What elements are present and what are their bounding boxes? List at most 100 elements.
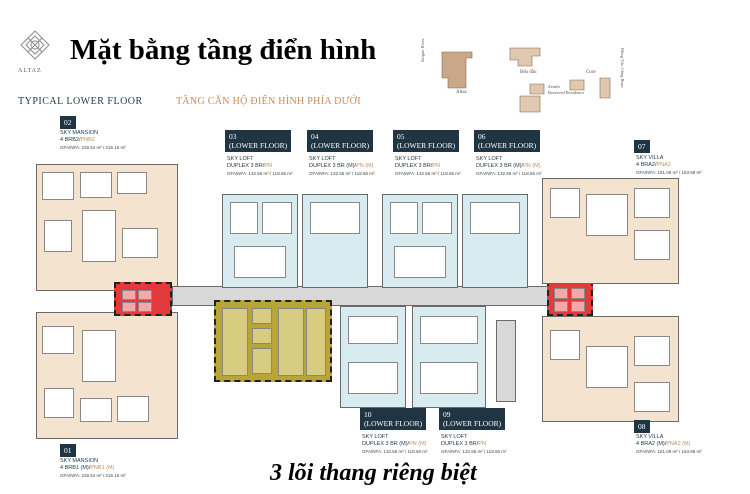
room (310, 202, 360, 234)
room (44, 220, 72, 252)
unit-10-badge: 10 (LOWER FLOOR) (360, 408, 427, 430)
unit-10-desc: SKY LOFT DUPLEX 3 BR (M)/PN (M) GFA/NFA:… (362, 434, 427, 455)
room (634, 336, 670, 366)
unit-08-layout-line: 4 BRA2 (M)/PNA2 (M) (636, 441, 702, 448)
unit-05-gfa: GFA/NFA: 132.55 m² / 118.56 m² (395, 171, 461, 176)
unit-05-label: (LOWER FLOOR) (397, 141, 456, 150)
page-title: Mặt bằng tầng điển hình (70, 34, 377, 66)
site-keyplan-diagram (441, 47, 611, 113)
unit-04-layout-line: DUPLEX 3 BR (M)/PN (M) (309, 163, 374, 170)
keyplan-label-river: Saigon River (420, 38, 425, 62)
unit-04-layout-accent: PN (M) (356, 163, 374, 169)
unit-04-desc: SKY LOFT DUPLEX 3 BR (M)/PN (M) GFA/NFA:… (309, 156, 374, 177)
room (82, 330, 116, 382)
room (82, 210, 116, 262)
fire-stair (496, 320, 516, 402)
room (42, 172, 74, 200)
room (230, 202, 258, 234)
unit-03-label: (LOWER FLOOR) (229, 141, 288, 150)
unit-09-desc: SKY LOFT DUPLEX 3 BR/PN GFA/NFA: 132.55 … (441, 434, 506, 455)
unit-07-badge: 07 (634, 140, 650, 153)
unit-04-type: SKY LOFT (309, 156, 336, 162)
keyplan-label-road: Đông Văn Công Bouv (620, 48, 625, 89)
unit-02-gfa: GFA/NFA: 239.54 m² / 216.16 m² (60, 145, 126, 150)
lift-shaft (554, 301, 568, 312)
unit-07-gfa: GFA/NFA: 181.09 m² / 163.68 m² (636, 170, 702, 175)
room (80, 398, 112, 422)
unit-03-id: 03 (229, 132, 237, 141)
lift-shaft (138, 302, 152, 312)
unit-01-desc: SKY MANSION 4 BRB1 (M)/PNB1 (M) GFA/NFA:… (60, 458, 126, 479)
unit-09-type: SKY LOFT (441, 434, 468, 440)
room (420, 362, 478, 394)
caption-three-cores: 3 lõi thang riêng biệt (270, 460, 477, 486)
unit-04-badge: 04 (LOWER FLOOR) (307, 130, 374, 152)
room (234, 246, 286, 278)
keyplan-label-altaz: Altaz (456, 90, 467, 95)
unit-04-label: (LOWER FLOOR) (311, 141, 370, 150)
unit-05-desc: SKY LOFT DUPLEX 3 BR/PN GFA/NFA: 132.55 … (395, 156, 460, 177)
unit-02-badge: 02 (60, 116, 76, 129)
unit-05-badge: 05 (LOWER FLOOR) (393, 130, 460, 152)
unit-06-id: 06 (478, 132, 486, 141)
unit-07-desc: SKY VILLA 4 BRA2/PNA2 GFA/NFA: 181.09 m²… (636, 155, 702, 176)
unit-08-type: SKY VILLA (636, 434, 664, 440)
unit-01-layout: 4 BRB1 (M)/ (60, 465, 91, 471)
lift-shaft (252, 308, 272, 324)
stair (222, 308, 248, 376)
lift-shaft (138, 290, 152, 300)
unit-05-layout-accent: PN (432, 163, 440, 169)
unit-02-type: SKY MANSION (60, 130, 99, 136)
room (80, 172, 112, 198)
room (44, 388, 74, 418)
unit-04-layout: DUPLEX 3 BR (M)/ (309, 163, 357, 169)
unit-09-gfa: GFA/NFA: 132.55 m² / 118.56 m² (441, 449, 507, 454)
lift-shaft (571, 288, 585, 299)
room (117, 396, 149, 422)
unit-10-id: 10 (364, 410, 372, 419)
room (422, 202, 452, 234)
room (634, 188, 670, 218)
unit-03-desc: SKY LOFT DUPLEX 3 BR/PN GFA/NFA: 132.55 … (227, 156, 292, 177)
unit-03-layout-line: DUPLEX 3 BR/PN (227, 163, 292, 170)
room (420, 316, 478, 344)
room (634, 230, 670, 260)
unit-08-layout-accent: PNA2 (M) (666, 441, 691, 447)
room (394, 246, 446, 278)
unit-02-layout-accent: PNB2 (80, 137, 95, 143)
room (550, 188, 580, 218)
room (470, 202, 520, 234)
unit-03-type: SKY LOFT (227, 156, 254, 162)
unit-02-desc: SKY MANSION 4 BRB2/PNB2 GFA/NFA: 239.54 … (60, 130, 126, 151)
room (42, 326, 74, 354)
unit-06-type: SKY LOFT (476, 156, 503, 162)
unit-09-layout-line: DUPLEX 3 BR/PN (441, 441, 506, 448)
elevator-core-right (547, 280, 593, 316)
unit-02-layout-line: 4 BRB2/PNB2 (60, 137, 126, 144)
keyplan-label-bendau: Bến đầu (520, 70, 537, 75)
lift-shaft (252, 328, 272, 344)
unit-09-badge: 09 (LOWER FLOOR) (439, 408, 506, 430)
unit-03-layout-accent: PN (264, 163, 272, 169)
unit-07-layout-line: 4 BRA2/PNA2 (636, 162, 702, 169)
room (262, 202, 292, 234)
unit-06-label: (LOWER FLOOR) (478, 141, 537, 150)
unit-05-id: 05 (397, 132, 405, 141)
unit-06-gfa: GFA/NFA: 132.55 m² / 118.56 m² (476, 171, 542, 176)
unit-09-layout: DUPLEX 3 BR/ (441, 441, 479, 447)
floor-plan (22, 150, 727, 450)
room (348, 316, 398, 344)
lift-shaft (122, 290, 136, 300)
unit-02-layout: 4 BRB2/ (60, 137, 81, 143)
unit-06-layout-line: DUPLEX 3 BR (M)/PN (M) (476, 163, 541, 170)
logo-wordmark: ALTAZ (18, 68, 42, 74)
logo-knot-icon (20, 30, 50, 60)
unit-10-layout-accent: PN (M) (409, 441, 427, 447)
unit-08-desc: SKY VILLA 4 BRA2 (M)/PNA2 (M) GFA/NFA: 1… (636, 434, 702, 455)
unit-06-desc: SKY LOFT DUPLEX 3 BR (M)/PN (M) GFA/NFA:… (476, 156, 541, 177)
elevator-core-center (214, 300, 332, 382)
lift-shaft (571, 301, 585, 312)
room (550, 330, 580, 360)
unit-01-badge: 01 (60, 444, 76, 457)
room (390, 202, 418, 234)
